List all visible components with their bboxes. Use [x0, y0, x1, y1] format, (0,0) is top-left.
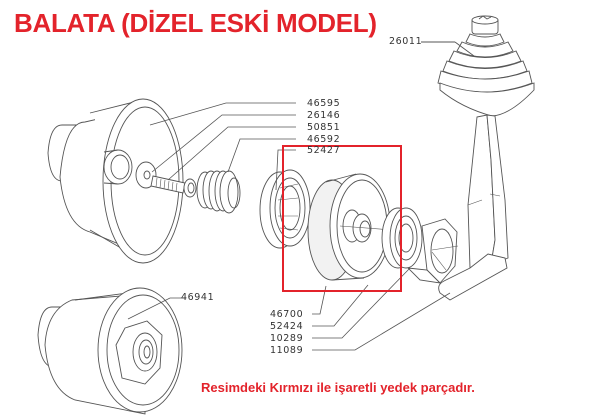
- part-label-26011: 26011: [389, 36, 423, 47]
- assembled-housing-icon: [37, 287, 183, 415]
- hex-nut-icon: [406, 218, 459, 284]
- bolt-icon: [150, 175, 197, 198]
- footer-note: Resimdeki Kırmızı ile işaretli yedek par…: [201, 380, 475, 395]
- brake-pad-drum-icon: [307, 172, 393, 300]
- part-label-46941: 46941: [181, 292, 215, 303]
- rubber-boot-icon: [437, 15, 535, 117]
- part-label-50851: 50851: [307, 122, 341, 133]
- part-label-46592: 46592: [307, 134, 341, 145]
- fork-bracket-icon: [438, 114, 509, 301]
- part-label-46595: 46595: [307, 98, 341, 109]
- bearing-right-icon: [381, 207, 423, 269]
- page-title: BALATA (DİZEL ESKİ MODEL): [14, 8, 377, 38]
- bearing-left-icon: [259, 169, 311, 249]
- part-label-52424: 52424: [270, 321, 304, 332]
- part-label-46700: 46700: [270, 309, 304, 320]
- part-label-10289: 10289: [270, 333, 304, 344]
- cone-housing-icon: [47, 98, 184, 264]
- part-label-11089: 11089: [270, 345, 304, 356]
- highlighted-part-box: [282, 145, 402, 292]
- part-label-26146: 26146: [307, 110, 341, 121]
- part-label-52427: 52427: [307, 145, 341, 156]
- spring-icon: [196, 170, 241, 214]
